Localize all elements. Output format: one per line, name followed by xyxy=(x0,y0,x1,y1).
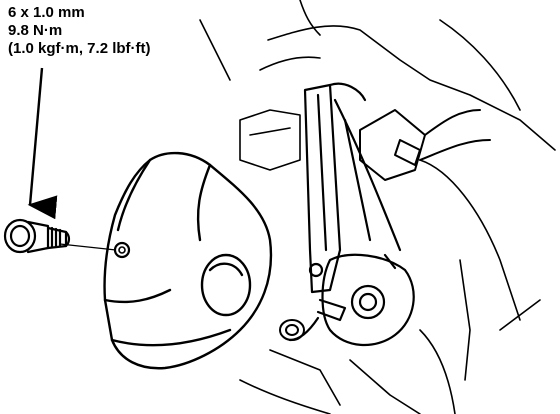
throttle-lever xyxy=(303,82,402,294)
throttle-drum xyxy=(288,253,415,347)
spec-leader-arrow xyxy=(27,67,58,220)
bolt-size-label: 6 x 1.0 mm xyxy=(8,4,85,21)
torque-alt-units-label: (1.0 kgf·m, 7.2 lbf·ft) xyxy=(8,40,151,57)
torque-nm-label: 9.8 N·m xyxy=(8,22,63,39)
engine-block-outline xyxy=(199,0,556,414)
hex-flange-bolt-icon xyxy=(3,218,71,254)
throttle-cover xyxy=(103,151,273,370)
bolt-center-line xyxy=(59,243,117,251)
vacuum-hose xyxy=(359,109,491,181)
lower-mount-bolt xyxy=(279,319,305,341)
